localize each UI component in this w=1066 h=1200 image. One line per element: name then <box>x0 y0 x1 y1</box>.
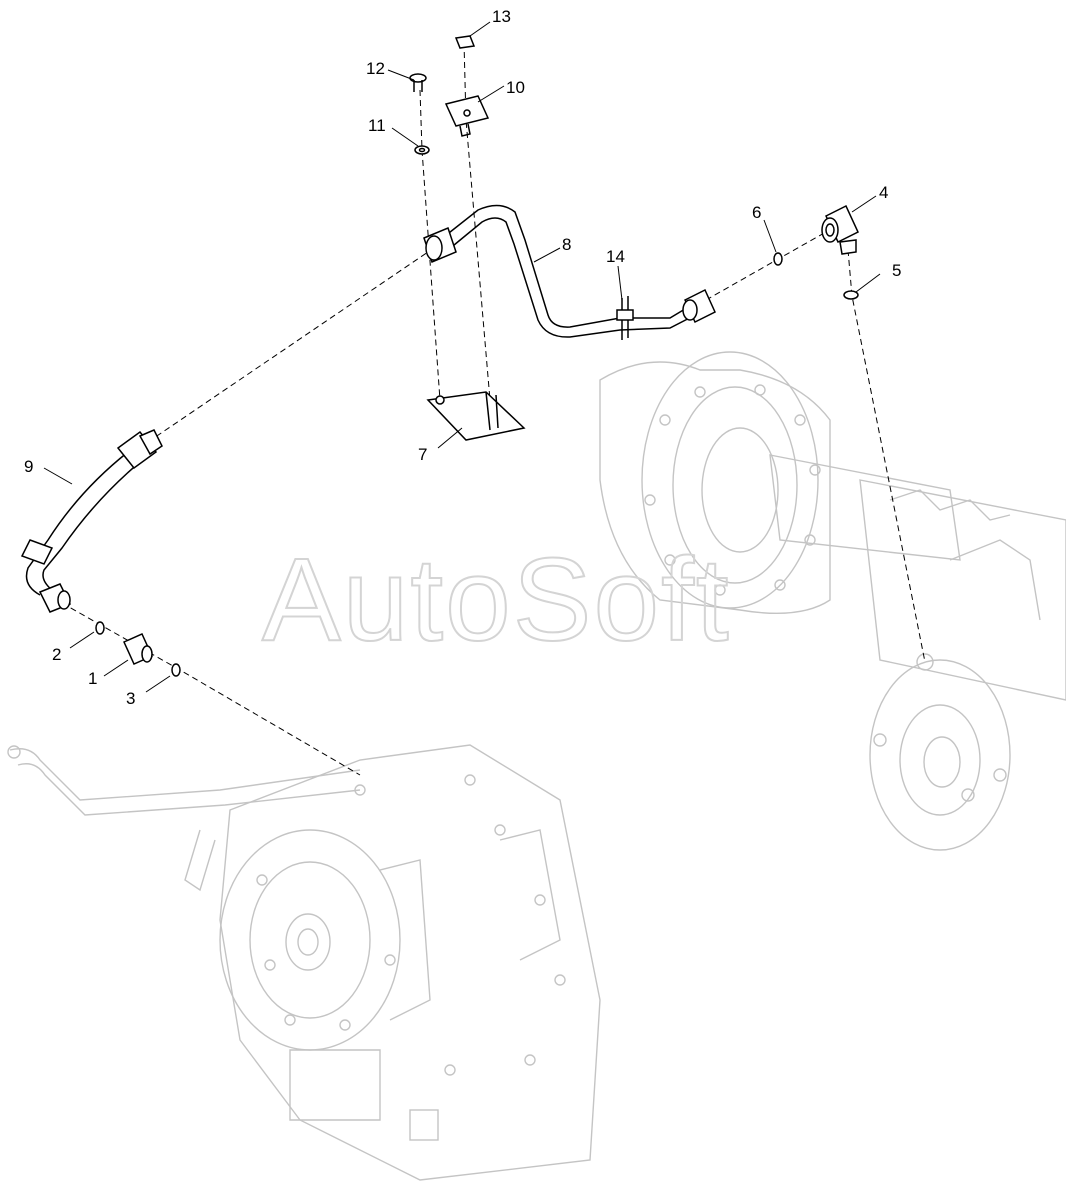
watermark: AutoSoft <box>262 534 731 666</box>
callout-4: 4 <box>879 183 888 202</box>
callout-5: 5 <box>892 261 901 280</box>
transmission-assembly <box>7 744 601 1181</box>
callout-1: 1 <box>88 669 97 688</box>
adapter-part-1 <box>123 633 153 665</box>
callout-7: 7 <box>418 445 427 464</box>
elbow-fitting-part-4 <box>821 204 859 255</box>
tube-clamp-part-14 <box>616 296 634 340</box>
callout-8: 8 <box>562 235 571 254</box>
callout-9: 9 <box>24 457 33 476</box>
callouts: 1 2 3 4 5 6 7 8 9 10 11 12 13 14 <box>24 7 901 708</box>
axle-assembly <box>599 351 1066 851</box>
callout-10: 10 <box>506 78 525 97</box>
callout-2: 2 <box>52 645 61 664</box>
callout-14: 14 <box>606 247 625 266</box>
callout-3: 3 <box>126 689 135 708</box>
callout-12: 12 <box>366 59 385 78</box>
bolt-part-12 <box>409 73 427 92</box>
washer-part-11 <box>414 145 430 155</box>
callout-13: 13 <box>492 7 511 26</box>
o-ring-part-2 <box>95 621 105 635</box>
clip-plate-part-10 <box>444 95 490 137</box>
rigid-tube-part-8 <box>423 204 716 338</box>
o-ring-part-6 <box>773 252 783 266</box>
hose-part-9 <box>20 429 163 613</box>
leader-lines <box>43 21 881 693</box>
callout-6: 6 <box>752 203 761 222</box>
callout-11: 11 <box>368 116 386 135</box>
bracket-part-7 <box>426 391 526 441</box>
nut-part-13 <box>454 35 476 49</box>
o-ring-part-5 <box>843 290 859 300</box>
o-ring-part-3 <box>171 663 181 677</box>
